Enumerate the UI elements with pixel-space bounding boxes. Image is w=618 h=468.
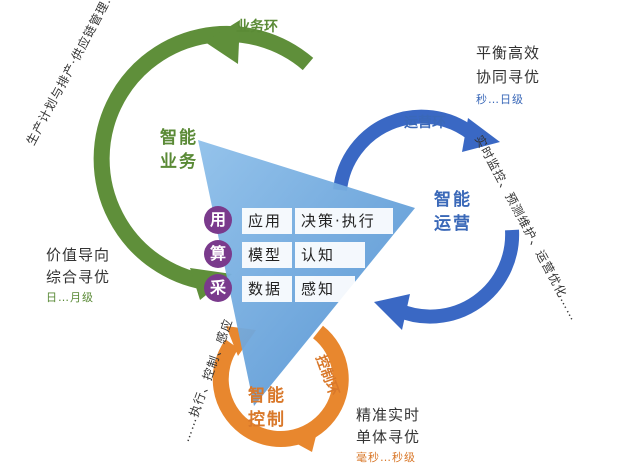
operation-timescale: 秒…日级 — [476, 93, 524, 106]
layer-badge-compute: 算 — [204, 240, 232, 268]
layer-cell-model: 模型 — [242, 242, 292, 268]
layer-cell-decision-execution: 决策·执行 — [295, 208, 393, 234]
control-center-line1: 智能 — [248, 386, 286, 406]
business-timescale: 日…月级 — [46, 291, 94, 304]
layer-cell-application: 应用 — [242, 208, 292, 234]
business-center-line1: 智能 — [160, 128, 198, 148]
operation-ring-arrowhead — [462, 118, 500, 152]
center-triangle — [198, 140, 415, 406]
business-goal-line1: 价值导向 — [46, 246, 111, 264]
control-ring-arc — [212, 325, 349, 447]
operation-center-line2: 运营 — [434, 214, 472, 234]
layer-cell-perception: 感知 — [295, 276, 355, 302]
operation-center-line1: 智能 — [434, 190, 472, 210]
layer-cell-data: 数据 — [242, 276, 292, 302]
business-center-line2: 业务 — [160, 152, 198, 172]
business-ring-arrowhead-top — [205, 20, 240, 64]
layer-cell-cognition: 认知 — [295, 242, 365, 268]
operation-goal-line1: 平衡高效 — [476, 44, 541, 62]
operation-ring-arrowhead-lower — [374, 294, 410, 330]
operation-ring-arc — [333, 109, 477, 191]
business-ring-name: 业务环 — [236, 19, 278, 35]
control-goal-line1: 精准实时 — [356, 406, 421, 424]
layer-badge-apply: 用 — [204, 206, 232, 234]
control-timescale: 毫秒…秒级 — [356, 451, 416, 464]
control-center-line2: 控制 — [248, 410, 286, 430]
control-ring-arrowhead-lower — [290, 428, 318, 452]
control-goal-line2: 单体寻优 — [356, 428, 421, 446]
business-ring-arc — [93, 25, 314, 290]
operation-ring-arc-lower — [395, 229, 520, 324]
operation-ring-name: 运营环 — [404, 115, 446, 131]
layer-badge-collect: 采 — [204, 274, 232, 302]
operation-goal-line2: 协同寻优 — [476, 68, 541, 86]
business-goal-line2: 综合寻优 — [46, 268, 111, 286]
